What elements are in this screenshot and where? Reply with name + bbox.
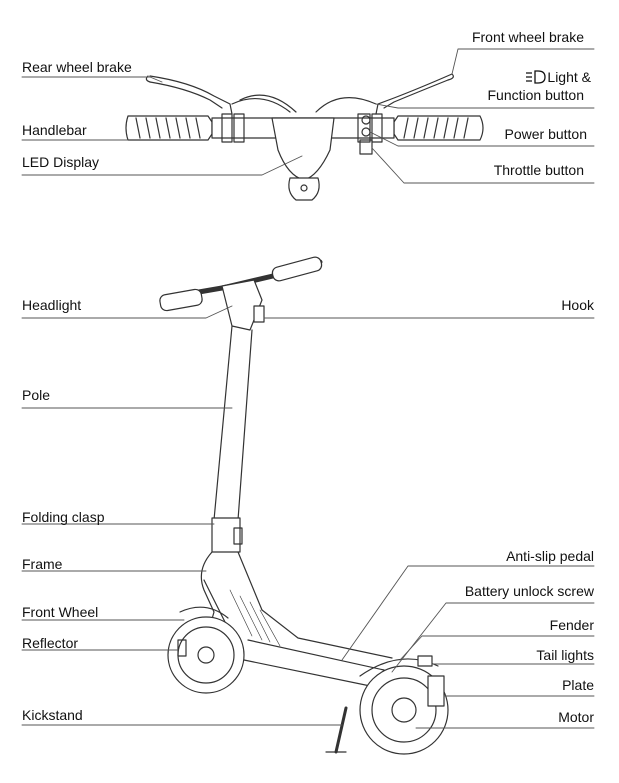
tail-lights-label: Tail lights (536, 647, 594, 663)
folding-clasp-label: Folding clasp (22, 509, 105, 525)
rear-wheel-brake-label: Rear wheel brake (22, 59, 132, 75)
plate-label: Plate (562, 677, 594, 693)
front-wheel-label: Front Wheel (22, 604, 99, 620)
kickstand-label: Kickstand (22, 707, 83, 723)
front-wheel-brake-label: Front wheel brake (471, 29, 584, 45)
led-display-label: LED Display (22, 154, 100, 170)
leader-lines (21, 48, 595, 729)
scooter-side-view (159, 256, 449, 755)
reflector-label: Reflector (22, 635, 79, 651)
light-function-label-line1: Light & (525, 69, 591, 85)
motor-label: Motor (558, 709, 594, 725)
handlebar-label: Handlebar (22, 122, 87, 138)
headlight-label: Headlight (22, 297, 82, 313)
handlebar-top-view (125, 73, 484, 201)
pole-label: Pole (22, 387, 51, 403)
throttle-button-label: Throttle button (493, 162, 584, 178)
anti-slip-pedal-label: Anti-slip pedal (506, 548, 594, 564)
hook-label: Hook (561, 297, 594, 313)
function-button-label: Function button (487, 87, 584, 103)
frame-label: Frame (22, 556, 63, 572)
battery-unlock-screw-label: Battery unlock screw (464, 583, 594, 599)
power-button-label: Power button (504, 126, 588, 142)
headlight-icon (526, 70, 547, 84)
light-function-label: Light & (547, 69, 591, 85)
fender-label: Fender (549, 617, 594, 633)
